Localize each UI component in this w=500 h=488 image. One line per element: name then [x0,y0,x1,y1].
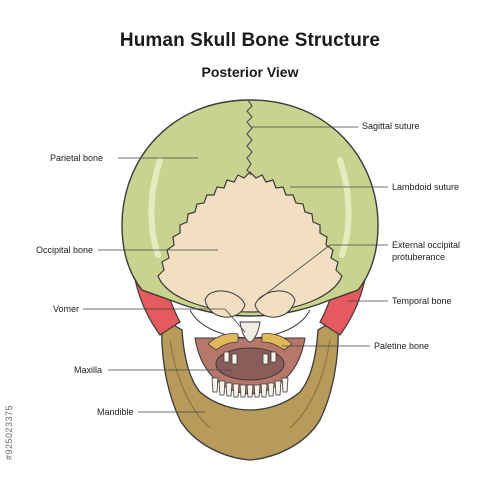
label-palatine-bone: Paletine bone [374,341,430,351]
label-protuberance: protuberance [392,252,446,262]
sagittal-suture [246,99,253,176]
vomer-bone [239,321,261,343]
stock-id: #925023375 [4,404,14,460]
teeth [211,351,289,398]
occipital-bone [157,171,343,313]
diagram-title: Human Skull Bone Structure [119,30,381,51]
diagram-subtitle: Posterior View [201,64,299,80]
label-maxilla: Maxilla [74,365,103,375]
label-mandible: Mandible [97,407,134,417]
label-vomer: Vomer [53,304,80,314]
label-lambdoid-suture: Lambdoid suture [392,182,460,192]
label-external-occipital: External occipital [392,240,461,250]
label-occipital-bone: Occipital bone [36,245,94,255]
label-sagittal-suture: Sagittal suture [362,121,420,131]
label-temporal-bone: Temporal bone [392,296,452,306]
label-parietal-bone: Parietal bone [50,153,104,163]
